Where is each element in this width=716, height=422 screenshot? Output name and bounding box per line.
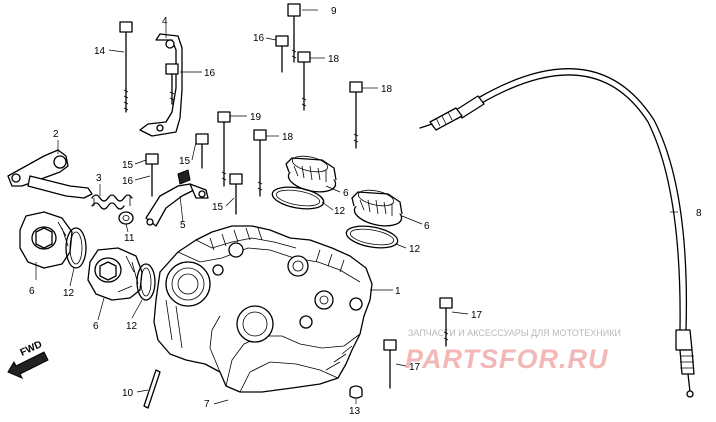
bolt-17-lower <box>383 339 397 389</box>
bracket-lower <box>145 169 209 227</box>
callout-14: 14 <box>94 46 106 57</box>
bolt-18-right <box>349 81 363 149</box>
callout-6-left: 6 <box>29 286 35 297</box>
callout-16-mid: 16 <box>253 33 265 44</box>
o-ring-left <box>65 227 87 269</box>
callout-17-lower: 17 <box>409 362 421 373</box>
gasket-ring-upper <box>271 186 325 210</box>
leader-lines <box>35 9 678 405</box>
bolt-16-mid <box>275 35 289 73</box>
callout-6-lower: 6 <box>424 221 430 232</box>
plug-cap-left <box>19 211 73 269</box>
pin-10 <box>143 369 161 409</box>
bolt-14 <box>119 21 133 113</box>
head-cover <box>153 225 373 393</box>
fwd-arrow: FWD <box>7 339 49 379</box>
callout-11: 11 <box>124 233 135 244</box>
callout-18-top: 18 <box>328 54 340 65</box>
plug-cap-upper <box>285 155 337 193</box>
callout-12-lower: 12 <box>409 244 421 255</box>
callout-3: 3 <box>96 173 102 184</box>
bolt-15-lower <box>229 173 243 215</box>
bolt-17-right <box>439 297 453 347</box>
bolt-18-center <box>253 129 267 197</box>
bolt-15-left <box>145 153 159 197</box>
callout-6-upper: 6 <box>343 188 349 199</box>
callout-12-left: 12 <box>63 288 75 299</box>
callout-2: 2 <box>53 129 59 140</box>
callout-18-right: 18 <box>381 84 393 95</box>
callout-12-middle: 12 <box>126 321 138 332</box>
bolt-15-upper <box>195 133 209 169</box>
callout-13: 13 <box>349 406 361 417</box>
spring <box>91 194 133 210</box>
callout-15-upper: 15 <box>179 156 191 167</box>
callout-17-right: 17 <box>471 310 483 321</box>
cable <box>419 68 695 398</box>
rocker-shaft <box>7 149 93 199</box>
callout-7: 7 <box>204 399 210 410</box>
bolt-16-top <box>165 63 179 105</box>
callout-8: 8 <box>696 208 702 219</box>
o-ring-middle <box>136 263 156 301</box>
bolt-18-top <box>297 51 311 111</box>
callout-15-lower: 15 <box>212 202 224 213</box>
callout-12-upper: 12 <box>334 206 346 217</box>
plug-cap-lower <box>351 189 403 227</box>
callout-5: 5 <box>180 220 186 231</box>
bolt-9 <box>287 3 301 63</box>
watermark: PARTSFOR.RU ЗАПЧАСТИ И АКСЕССУАРЫ ДЛЯ МО… <box>405 328 621 374</box>
callout-1: 1 <box>395 286 401 297</box>
callout-16-left: 16 <box>122 176 134 187</box>
gasket-ring-lower <box>345 225 399 249</box>
callout-9: 9 <box>331 6 337 17</box>
grommet-13 <box>349 385 363 399</box>
plug-cap-middle <box>87 247 143 301</box>
bracket-upper <box>139 33 183 137</box>
callout-19: 19 <box>250 112 262 123</box>
callout-labels: 1 2 3 4 5 6 6 6 6 7 8 9 10 11 12 12 12 1… <box>29 6 702 417</box>
callout-4: 4 <box>162 16 168 27</box>
washer <box>118 211 134 225</box>
callout-10: 10 <box>122 388 134 399</box>
callout-18-center: 18 <box>282 132 294 143</box>
bolt-19 <box>217 111 231 187</box>
callout-15-left: 15 <box>122 160 134 171</box>
watermark-logo: PARTSFOR.RU <box>405 344 609 374</box>
callout-16-top: 16 <box>204 68 216 79</box>
callout-6-middle: 6 <box>93 321 99 332</box>
watermark-caption: ЗАПЧАСТИ И АКСЕССУАРЫ ДЛЯ МОТОТЕХНИКИ <box>408 328 621 338</box>
